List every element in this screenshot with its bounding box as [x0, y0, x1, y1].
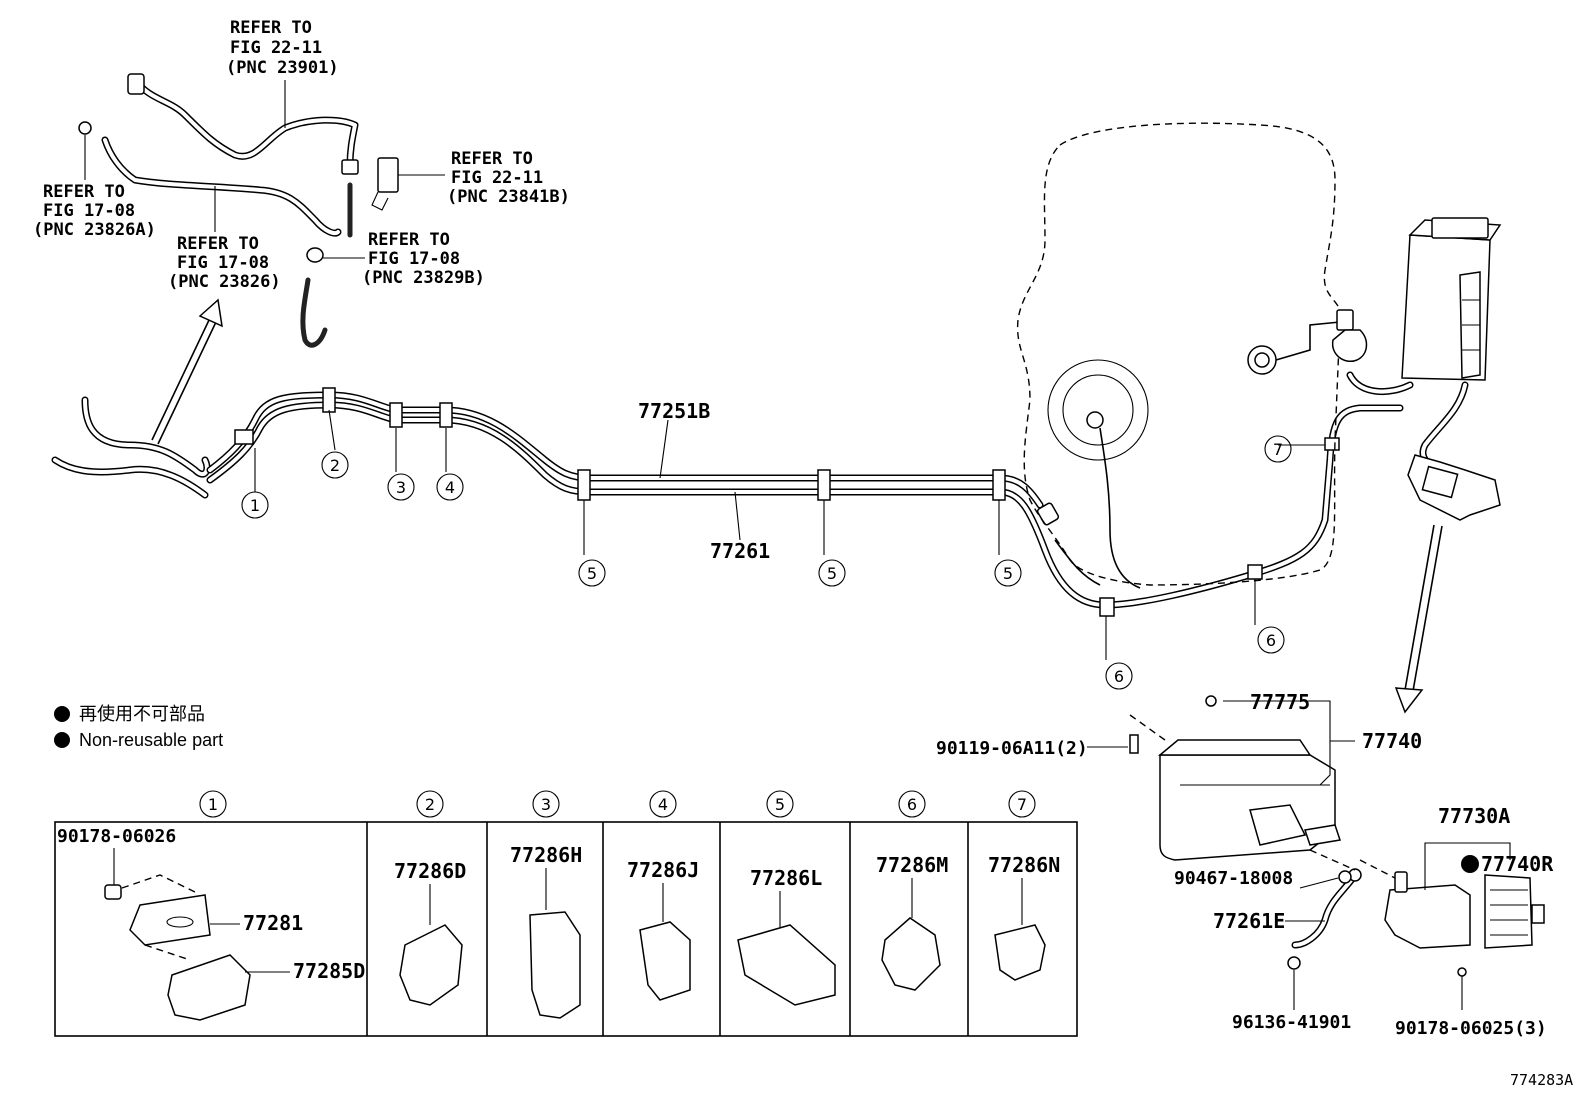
- legend: 再使用不可部品 Non-reusable part: [54, 704, 223, 750]
- ref-line1: REFER TO: [43, 182, 125, 202]
- canister-assembly: [1087, 695, 1545, 1010]
- table-frame: [54, 821, 1078, 1037]
- legend-dot-icon: [54, 732, 70, 748]
- charcoal-canister-upper: [1346, 217, 1502, 714]
- legend-jp: 再使用不可部品: [79, 704, 205, 724]
- tube-assembly: [51, 387, 1404, 617]
- ref-23841b: REFER TO FIG 22-11 (PNC 23841B): [447, 149, 570, 207]
- ref-line1: REFER TO: [230, 18, 312, 38]
- ref-line2: FIG 22-11: [230, 38, 322, 58]
- svg-text:3: 3: [396, 478, 406, 497]
- svg-text:1: 1: [250, 496, 260, 515]
- callout-2: 2: [321, 451, 349, 479]
- callouts-main: 1 2 3 4 5 5 5 6 6 7: [241, 435, 1292, 690]
- part-77286n: 77286N: [988, 853, 1060, 877]
- part-77286j: 77286J: [627, 858, 699, 882]
- part-77740: 77740: [1362, 729, 1422, 753]
- part-77261: 77261: [710, 539, 770, 563]
- svg-text:6: 6: [1266, 631, 1276, 650]
- ref-23826: REFER TO FIG 17-08 (PNC 23826): [168, 234, 281, 292]
- ref-line2: FIG 22-11: [451, 168, 543, 188]
- ref-line3: (PNC 23829B): [362, 268, 485, 288]
- callout-4: 4: [436, 473, 464, 501]
- part-90119: 90119-06A11(2): [936, 738, 1088, 759]
- part-90178-06026: 90178-06026: [57, 826, 176, 847]
- ref-line2: FIG 17-08: [43, 201, 135, 221]
- ref-23826a: REFER TO FIG 17-08 (PNC 23826A): [33, 182, 156, 240]
- clamp-detail-table: 1 2 3 4 5 6 7 90178-06026 77281 77285D 7…: [54, 790, 1078, 1037]
- part-90178-3: 90178-06025(3): [1395, 1018, 1547, 1039]
- part-77251b: 77251B: [638, 399, 710, 423]
- table-header-2: 2: [416, 790, 444, 818]
- part-77286l: 77286L: [750, 866, 822, 890]
- ref-23829b: REFER TO FIG 17-08 (PNC 23829B): [362, 230, 485, 288]
- svg-text:4: 4: [445, 478, 455, 497]
- part-77730a: 77730A: [1438, 804, 1510, 828]
- callout-6a: 6: [1105, 662, 1133, 690]
- table-header-7: 7: [1008, 790, 1036, 818]
- table-header-5: 5: [766, 790, 794, 818]
- svg-text:5: 5: [587, 564, 597, 583]
- part-90467: 90467-18008: [1174, 868, 1293, 889]
- callout-7: 7: [1264, 435, 1292, 463]
- svg-text:6: 6: [1114, 667, 1124, 686]
- table-header-4: 4: [649, 790, 677, 818]
- part-77740r-group: 77740R: [1461, 852, 1554, 876]
- ref-line3: (PNC 23826): [168, 272, 281, 292]
- part-77286d: 77286D: [394, 859, 466, 883]
- figure-id: 774283A: [1510, 1071, 1573, 1089]
- svg-text:7: 7: [1017, 795, 1027, 814]
- ref-line2: FIG 17-08: [177, 253, 269, 273]
- ref-line1: REFER TO: [177, 234, 259, 254]
- callout-5a: 5: [578, 559, 606, 587]
- fuel-tank-outline: [1016, 122, 1368, 589]
- part-77285d: 77285D: [293, 959, 365, 983]
- part-77775: 77775: [1250, 690, 1310, 714]
- part-77286m: 77286M: [876, 853, 948, 877]
- svg-text:2: 2: [425, 795, 435, 814]
- ref-line3: (PNC 23901): [226, 58, 339, 78]
- part-77740r: 77740R: [1481, 852, 1554, 876]
- non-reusable-dot-icon: [1461, 855, 1479, 873]
- ref-line3: (PNC 23841B): [447, 187, 570, 207]
- svg-text:1: 1: [208, 795, 218, 814]
- svg-text:4: 4: [658, 795, 668, 814]
- table-header-6: 6: [898, 790, 926, 818]
- ref-line1: REFER TO: [368, 230, 450, 250]
- table-header-1: 1: [199, 790, 227, 818]
- ref-23901: REFER TO FIG 22-11 (PNC 23901): [226, 18, 339, 78]
- ref-line2: FIG 17-08: [368, 249, 460, 269]
- legend-en: Non-reusable part: [79, 730, 223, 750]
- callout-3: 3: [387, 473, 415, 501]
- callout-5c: 5: [994, 559, 1022, 587]
- ref-line3: (PNC 23826A): [33, 220, 156, 240]
- svg-text:3: 3: [541, 795, 551, 814]
- legend-dot-icon: [54, 706, 70, 722]
- svg-text:5: 5: [827, 564, 837, 583]
- table-header-3: 3: [532, 790, 560, 818]
- svg-text:2: 2: [330, 456, 340, 475]
- ref-line1: REFER TO: [451, 149, 533, 169]
- callout-6b: 6: [1257, 626, 1285, 654]
- svg-text:7: 7: [1273, 440, 1283, 459]
- callout-1: 1: [241, 491, 269, 519]
- part-77281: 77281: [243, 911, 303, 935]
- arrow-up-right: [151, 298, 223, 445]
- part-96136: 96136-41901: [1232, 1012, 1351, 1033]
- part-77261e: 77261E: [1213, 909, 1285, 933]
- reference-hoses: [78, 73, 445, 348]
- part-77286h: 77286H: [510, 843, 582, 867]
- callout-leaders: [254, 409, 1325, 660]
- svg-text:5: 5: [1003, 564, 1013, 583]
- callout-5b: 5: [818, 559, 846, 587]
- svg-text:5: 5: [775, 795, 785, 814]
- svg-text:6: 6: [907, 795, 917, 814]
